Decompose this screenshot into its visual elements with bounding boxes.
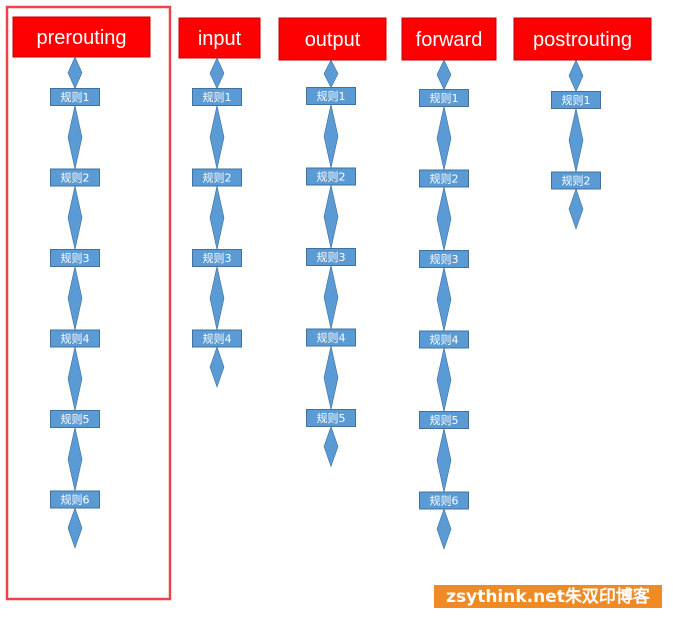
rule-label: 规则3 (430, 252, 459, 266)
connector-arrow (568, 59, 584, 93)
chain-header-label: input (198, 28, 242, 50)
connector-arrow (323, 265, 339, 330)
rule-label: 规则2 (430, 172, 459, 186)
connector-arrow (209, 57, 225, 90)
rule-label: 规则1 (562, 93, 591, 107)
connector-arrow (323, 59, 339, 89)
connector-arrow (67, 105, 83, 170)
connector-arrow (323, 184, 339, 249)
rule-label: 规则4 (430, 333, 459, 347)
watermark-text: zsythink.net朱双印博客 (446, 586, 651, 607)
rule-label: 规则6 (61, 493, 90, 507)
chain-prerouting: prerouting 规则1 规则2 规则3 规则4 规则5 规则6 (12, 16, 151, 549)
connector-arrow (436, 347, 452, 412)
connector-arrow (568, 188, 584, 230)
connector-arrow (209, 266, 225, 331)
rule-label: 规则3 (317, 250, 346, 264)
connector-arrow (209, 185, 225, 250)
chain-header-label: postrouting (533, 29, 632, 51)
connector-arrow (323, 104, 339, 169)
rule-label: 规则1 (203, 90, 232, 104)
rule-label: 规则2 (317, 170, 346, 184)
rule-label: 规则5 (61, 412, 90, 426)
connector-arrow (67, 185, 83, 250)
rule-label: 规则2 (61, 171, 90, 185)
rule-label: 规则3 (61, 251, 90, 265)
chain-header-box (513, 17, 652, 61)
rule-label: 规则2 (203, 171, 232, 185)
rule-label: 规则4 (317, 331, 346, 345)
connector-arrow (436, 508, 452, 550)
rule-label: 规则3 (203, 251, 232, 265)
chain-header-box (178, 17, 261, 59)
connector-arrow (436, 59, 452, 91)
watermark-bg (434, 585, 662, 608)
rule-label: 规则1 (430, 91, 459, 105)
connector-arrow (209, 105, 225, 170)
rule-label: 规则1 (61, 90, 90, 104)
connector-arrow (67, 346, 83, 411)
chain-forward: forward 规则1 规则2 规则3 规则4 规则5 规则6 (401, 17, 497, 550)
chain-output: output 规则1 规则2 规则3 规则4 规则5 (278, 17, 387, 468)
chain-header-box (278, 17, 387, 61)
rule-label: 规则5 (317, 411, 346, 425)
connector-arrow (67, 507, 83, 549)
rule-label: 规则4 (203, 332, 232, 346)
highlight-frame (5, 5, 172, 601)
connector-arrow (436, 428, 452, 493)
chain-header-label: prerouting (36, 27, 126, 49)
connector-arrow (436, 267, 452, 332)
connector-arrow (67, 266, 83, 331)
chain-postrouting: postrouting 规则1 规则2 (513, 17, 652, 230)
watermark: zsythink.net朱双印博客 (434, 585, 662, 608)
connector-arrow (67, 427, 83, 492)
connector-arrow (67, 56, 83, 90)
connector-arrow (209, 346, 225, 388)
rule-label: 规则4 (61, 332, 90, 346)
connector-arrow (323, 345, 339, 410)
rule-label: 规则5 (430, 413, 459, 427)
chain-header-box (12, 16, 151, 58)
chain-header-box (401, 17, 497, 61)
rule-label: 规则1 (317, 89, 346, 103)
connector-arrow (568, 108, 584, 173)
connector-arrow (323, 425, 339, 468)
chain-input: input 规则1 规则2 规则3 规则4 (178, 17, 261, 388)
connector-arrow (436, 106, 452, 171)
rule-label: 规则6 (430, 494, 459, 508)
chain-header-label: forward (416, 29, 483, 51)
rule-label: 规则2 (562, 174, 591, 188)
connector-arrow (436, 186, 452, 251)
chain-header-label: output (305, 29, 361, 51)
